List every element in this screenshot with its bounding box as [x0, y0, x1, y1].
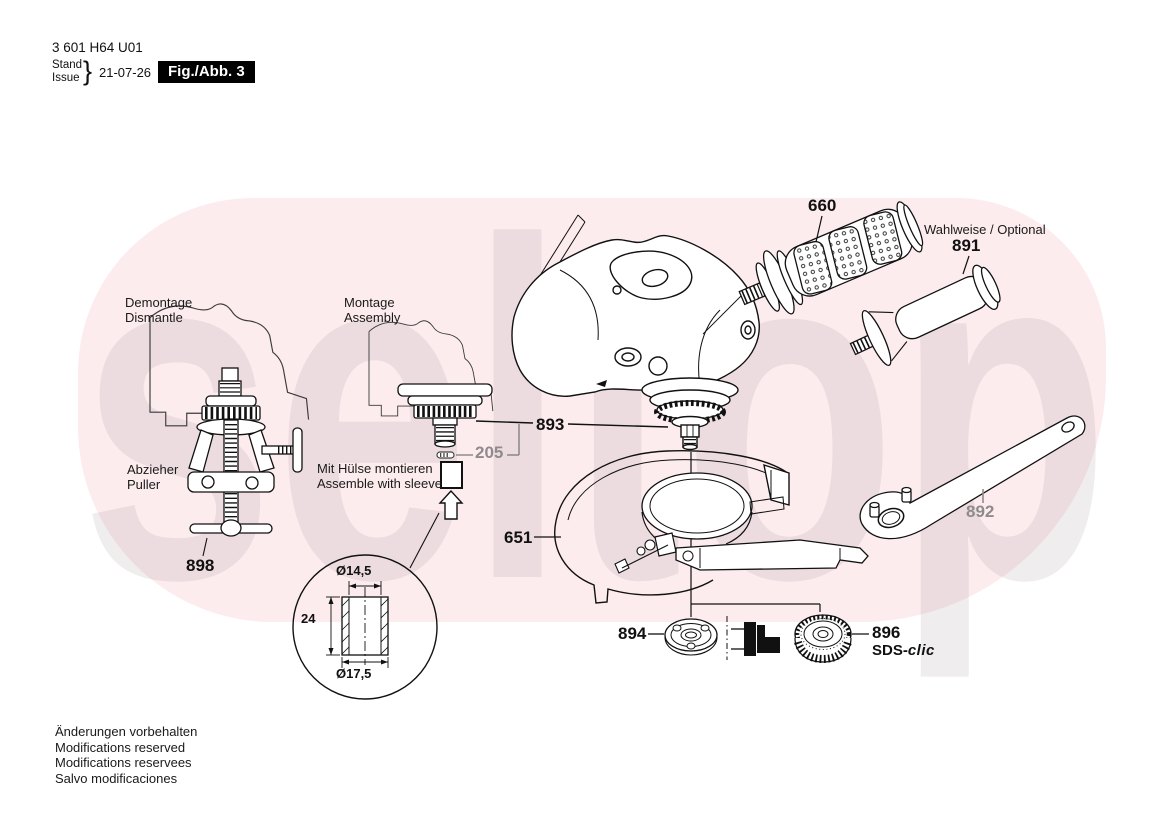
- part-number-896: 896: [872, 623, 901, 642]
- sleeve-note-label: Mit Hülse montieren Assemble with sleeve: [317, 461, 442, 491]
- part-number-205: 205: [475, 443, 504, 462]
- leader-660: [815, 215, 823, 243]
- up-arrow-icon: [438, 489, 464, 520]
- issue-date: 21-07-26: [99, 65, 152, 80]
- demontage-label: Demontage Dismantle: [125, 295, 193, 325]
- part-number-891: 891: [952, 236, 981, 255]
- part-number-893: 893: [536, 415, 565, 434]
- part-number-892: 892: [966, 502, 995, 521]
- wheel-guard-drawing: [534, 450, 869, 604]
- part-number-894: 894: [618, 624, 647, 643]
- pin-wrench-drawing: [859, 415, 1086, 540]
- sds-clic-label: SDS-clic: [872, 642, 935, 659]
- brace-glyph: }: [83, 56, 93, 86]
- clamping-symbol-icon: [726, 616, 780, 660]
- dimension-inner-diameter: Ø14,5: [336, 563, 372, 578]
- montage-label: Montage Assembly: [344, 295, 401, 325]
- dimension-outer-diameter: Ø17,5: [336, 666, 372, 681]
- figure-label-badge: Fig./Abb. 3: [158, 61, 255, 83]
- puller-drawing: [187, 367, 303, 557]
- vibration-handle-drawing: [738, 201, 924, 315]
- optional-label: Wahlweise / Optional: [924, 222, 1046, 237]
- part-number-660: 660: [808, 196, 837, 215]
- assembly-parts-drawing: [397, 383, 493, 448]
- part-number-651: 651: [504, 528, 533, 547]
- modifications-note: Änderungen vorbehalten Modifications res…: [55, 724, 198, 786]
- side-handle-drawing: [849, 264, 1001, 367]
- backing-flange-drawing: [648, 618, 718, 656]
- sleeve-detail-circle-drawing: [292, 554, 438, 700]
- part-number-898: 898: [186, 556, 215, 575]
- sds-clic-nut-drawing: [794, 614, 869, 664]
- sleeve-drawing: [409, 461, 464, 569]
- dimension-height: 24: [301, 611, 316, 626]
- angle-grinder-drawing: [511, 214, 760, 451]
- puller-label: Abzieher Puller: [127, 462, 179, 492]
- document-number: 3 601 H64 U01: [52, 40, 143, 55]
- leader-891: [962, 255, 970, 275]
- sleeve-pin-205-drawing: [436, 451, 455, 459]
- stand-issue-label: Stand Issue: [52, 59, 83, 84]
- leader-lines-893-205: [456, 420, 669, 456]
